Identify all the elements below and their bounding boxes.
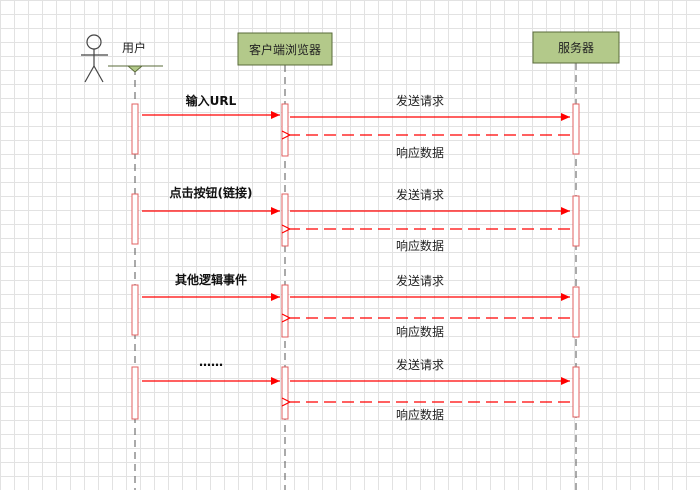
server-activation bbox=[572, 103, 580, 155]
client-activation bbox=[281, 366, 289, 420]
client-activation bbox=[281, 103, 289, 157]
message-row: 输入URL 发送请求 响应数据 bbox=[131, 93, 580, 160]
client-activation bbox=[281, 193, 289, 247]
user-label: 用户 bbox=[122, 40, 146, 55]
client-box bbox=[237, 32, 333, 66]
client-activation bbox=[281, 284, 289, 338]
server-activation bbox=[572, 195, 580, 247]
server-box bbox=[532, 31, 620, 64]
response-label: 响应数据 bbox=[396, 324, 444, 339]
trigger-label: 其他逻辑事件 bbox=[175, 272, 247, 287]
user-activation bbox=[131, 193, 139, 245]
request-label: 发送请求 bbox=[396, 187, 444, 202]
user-header-marker bbox=[126, 65, 144, 73]
trigger-label: …… bbox=[199, 355, 223, 369]
response-label: 响应数据 bbox=[396, 238, 444, 253]
trigger-label: 点击按钮(链接) bbox=[170, 185, 253, 200]
trigger-label: 输入URL bbox=[186, 93, 237, 108]
request-label: 发送请求 bbox=[396, 93, 444, 108]
message-row: …… 发送请求 响应数据 bbox=[131, 355, 580, 422]
user-activation bbox=[131, 366, 139, 420]
server-activation bbox=[572, 286, 580, 338]
message-row: 点击按钮(链接) 发送请求 响应数据 bbox=[131, 185, 580, 253]
server-activation bbox=[572, 366, 580, 418]
response-label: 响应数据 bbox=[396, 145, 444, 160]
request-label: 发送请求 bbox=[396, 357, 444, 372]
server-label: 服务器 bbox=[558, 40, 594, 55]
user-actor-icon bbox=[81, 34, 108, 83]
user-activation bbox=[131, 284, 139, 336]
message-row: 其他逻辑事件 发送请求 响应数据 bbox=[131, 272, 580, 339]
response-label: 响应数据 bbox=[396, 407, 444, 422]
user-activation bbox=[131, 103, 139, 155]
request-label: 发送请求 bbox=[396, 273, 444, 288]
client-label: 客户端浏览器 bbox=[249, 42, 321, 57]
